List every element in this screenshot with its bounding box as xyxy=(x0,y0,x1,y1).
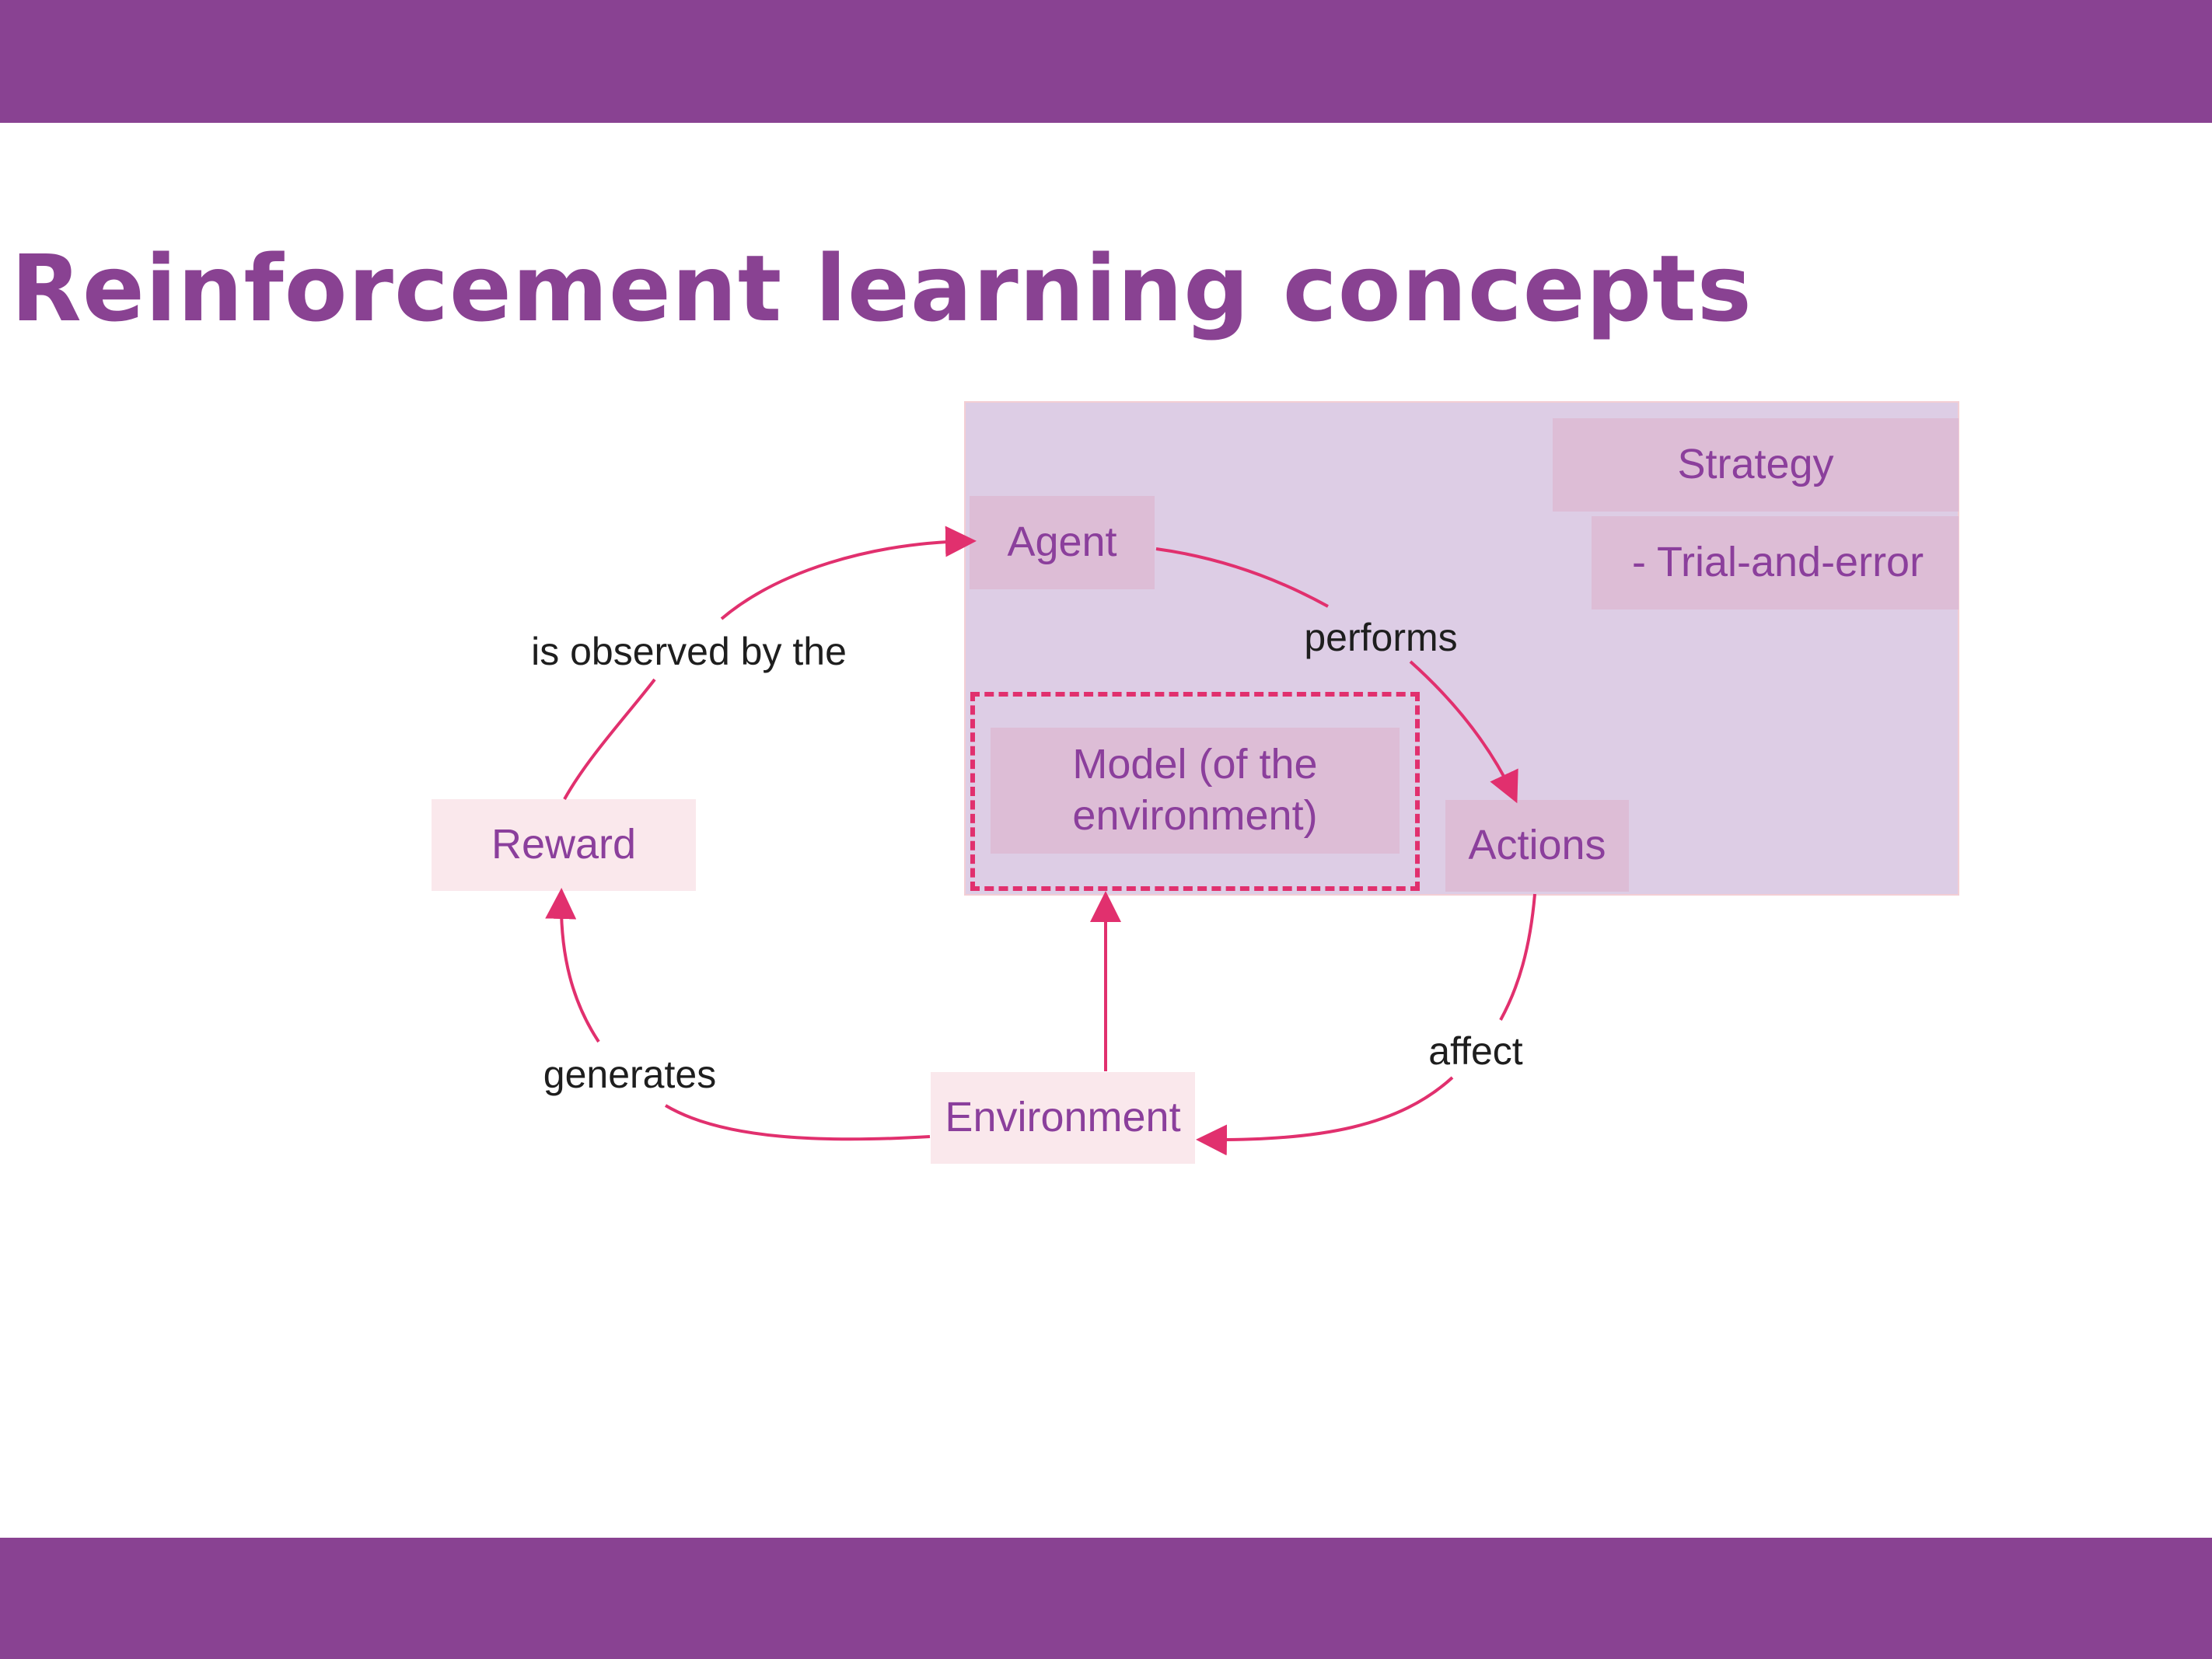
arrow-environment-to-reward xyxy=(561,894,931,1141)
edge-label-affect: affect xyxy=(1428,1029,1523,1073)
bottom-band xyxy=(0,1538,2212,1659)
node-strategy-label: Strategy xyxy=(1677,441,1834,488)
node-model-label-line2: environment) xyxy=(1072,792,1318,839)
arrow-agent-to-actions xyxy=(1155,547,1515,798)
page-title: Reinforcement learning concepts xyxy=(11,235,1752,342)
arrow-actions-to-environment xyxy=(1202,893,1536,1140)
edge-label-performs: performs xyxy=(1304,616,1458,659)
node-reward-label: Reward xyxy=(491,821,637,868)
model-dashed-boundary xyxy=(970,692,1420,891)
top-band xyxy=(0,0,2212,123)
node-agent-label: Agent xyxy=(1007,519,1117,566)
node-model: Model (of the environment) xyxy=(991,728,1400,854)
node-model-label-line1: Model (of the xyxy=(1072,741,1318,788)
node-environment-label: Environment xyxy=(945,1094,1181,1141)
node-actions-label: Actions xyxy=(1468,822,1606,869)
node-trial-and-error-label: - Trial-and-error xyxy=(1632,539,1924,586)
edge-label-generates: generates xyxy=(543,1053,717,1096)
node-strategy: Strategy xyxy=(1553,418,1959,512)
node-trial-and-error: - Trial-and-error xyxy=(1592,516,1959,609)
node-agent: Agent xyxy=(970,496,1155,589)
node-environment: Environment xyxy=(931,1072,1195,1164)
edge-label-is-observed-by-the: is observed by the xyxy=(531,630,847,673)
arrow-reward-to-agent xyxy=(563,541,970,800)
